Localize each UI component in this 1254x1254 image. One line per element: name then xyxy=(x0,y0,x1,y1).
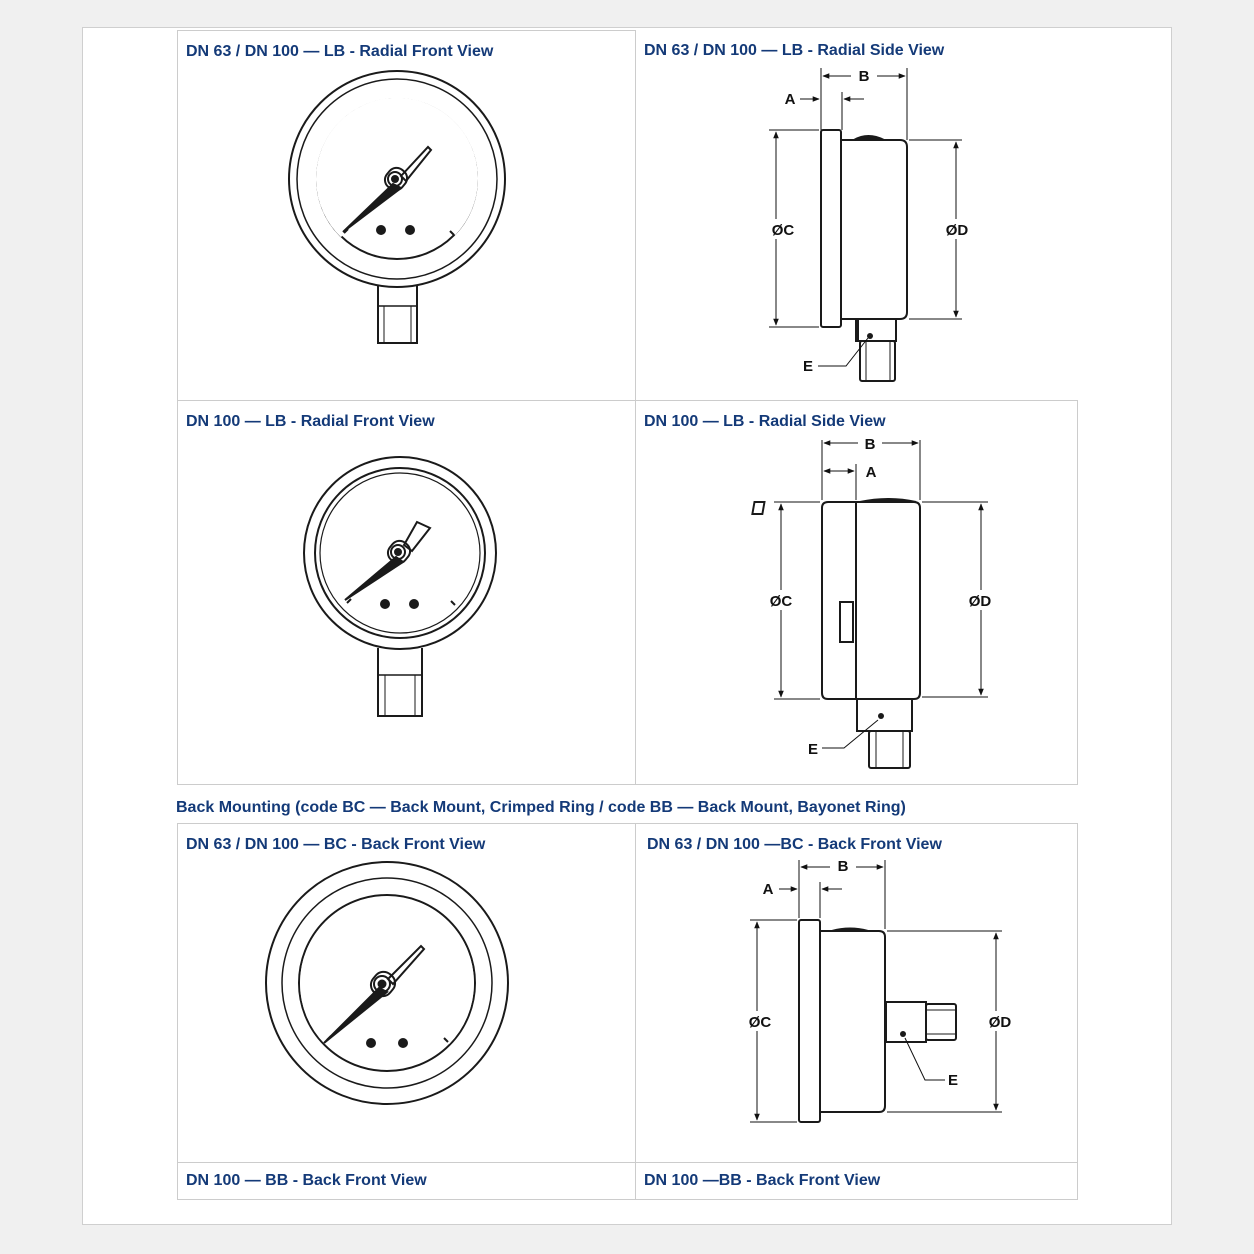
cell-bb-100-front: DN 100 — BB - Back Front View xyxy=(177,1162,636,1200)
dimension-lines-side-1 xyxy=(769,68,962,367)
cell-title: DN 63 / DN 100 —BC - Back Front View xyxy=(647,836,942,853)
cell-bc-63-100-side: DN 63 / DN 100 —BC - Back Front View xyxy=(635,823,1078,1163)
gauge-side-view-2 xyxy=(751,498,921,769)
dim-label-b: B xyxy=(859,68,870,85)
dim-label-a: A xyxy=(763,881,774,898)
dim-label-b: B xyxy=(865,436,876,453)
dim-label-c: ØC xyxy=(772,222,795,239)
cell-title: DN 100 — LB - Radial Front View xyxy=(186,413,435,430)
dim-label-e: E xyxy=(808,741,818,758)
cell-lb-radial-63-100-front: DN 63 / DN 100 — LB - Radial Front View xyxy=(177,30,636,401)
dim-label-b: B xyxy=(838,858,849,875)
dimension-lines-side-3 xyxy=(750,860,1002,1123)
dim-label-d: ØD xyxy=(969,593,992,610)
dim-label-a: A xyxy=(866,464,877,481)
dim-label-e: E xyxy=(803,358,813,375)
cell-title: DN 100 —BB - Back Front View xyxy=(644,1172,881,1189)
dim-label-e: E xyxy=(948,1072,958,1089)
gauge-front-view-2 xyxy=(303,456,497,717)
gauge-front-view-1 xyxy=(288,70,506,344)
cell-title: DN 63 / DN 100 — BC - Back Front View xyxy=(186,836,486,853)
dim-label-c: ØC xyxy=(770,593,793,610)
cell-title: DN 100 — BB - Back Front View xyxy=(186,1172,427,1189)
dim-label-a: A xyxy=(785,91,796,108)
cell-bb-100-side: DN 100 —BB - Back Front View xyxy=(635,1162,1078,1200)
back-mounting-section-title: Back Mounting (code BC — Back Mount, Cri… xyxy=(176,799,906,816)
cell-title: DN 63 / DN 100 — LB - Radial Side View xyxy=(644,42,945,59)
dimension-lines-side-2 xyxy=(774,440,988,749)
dim-label-d: ØD xyxy=(946,222,969,239)
cell-lb-radial-100-front: DN 100 — LB - Radial Front View xyxy=(177,400,636,785)
dim-label-c: ØC xyxy=(749,1014,772,1031)
gauge-side-view-1 xyxy=(820,129,908,382)
gauge-front-view-3 xyxy=(265,861,509,1105)
cell-title: DN 63 / DN 100 — LB - Radial Front View xyxy=(186,43,494,60)
dim-label-d: ØD xyxy=(989,1014,1012,1031)
cell-title: DN 100 — LB - Radial Side View xyxy=(644,413,886,430)
gauge-side-view-3 xyxy=(798,919,957,1123)
